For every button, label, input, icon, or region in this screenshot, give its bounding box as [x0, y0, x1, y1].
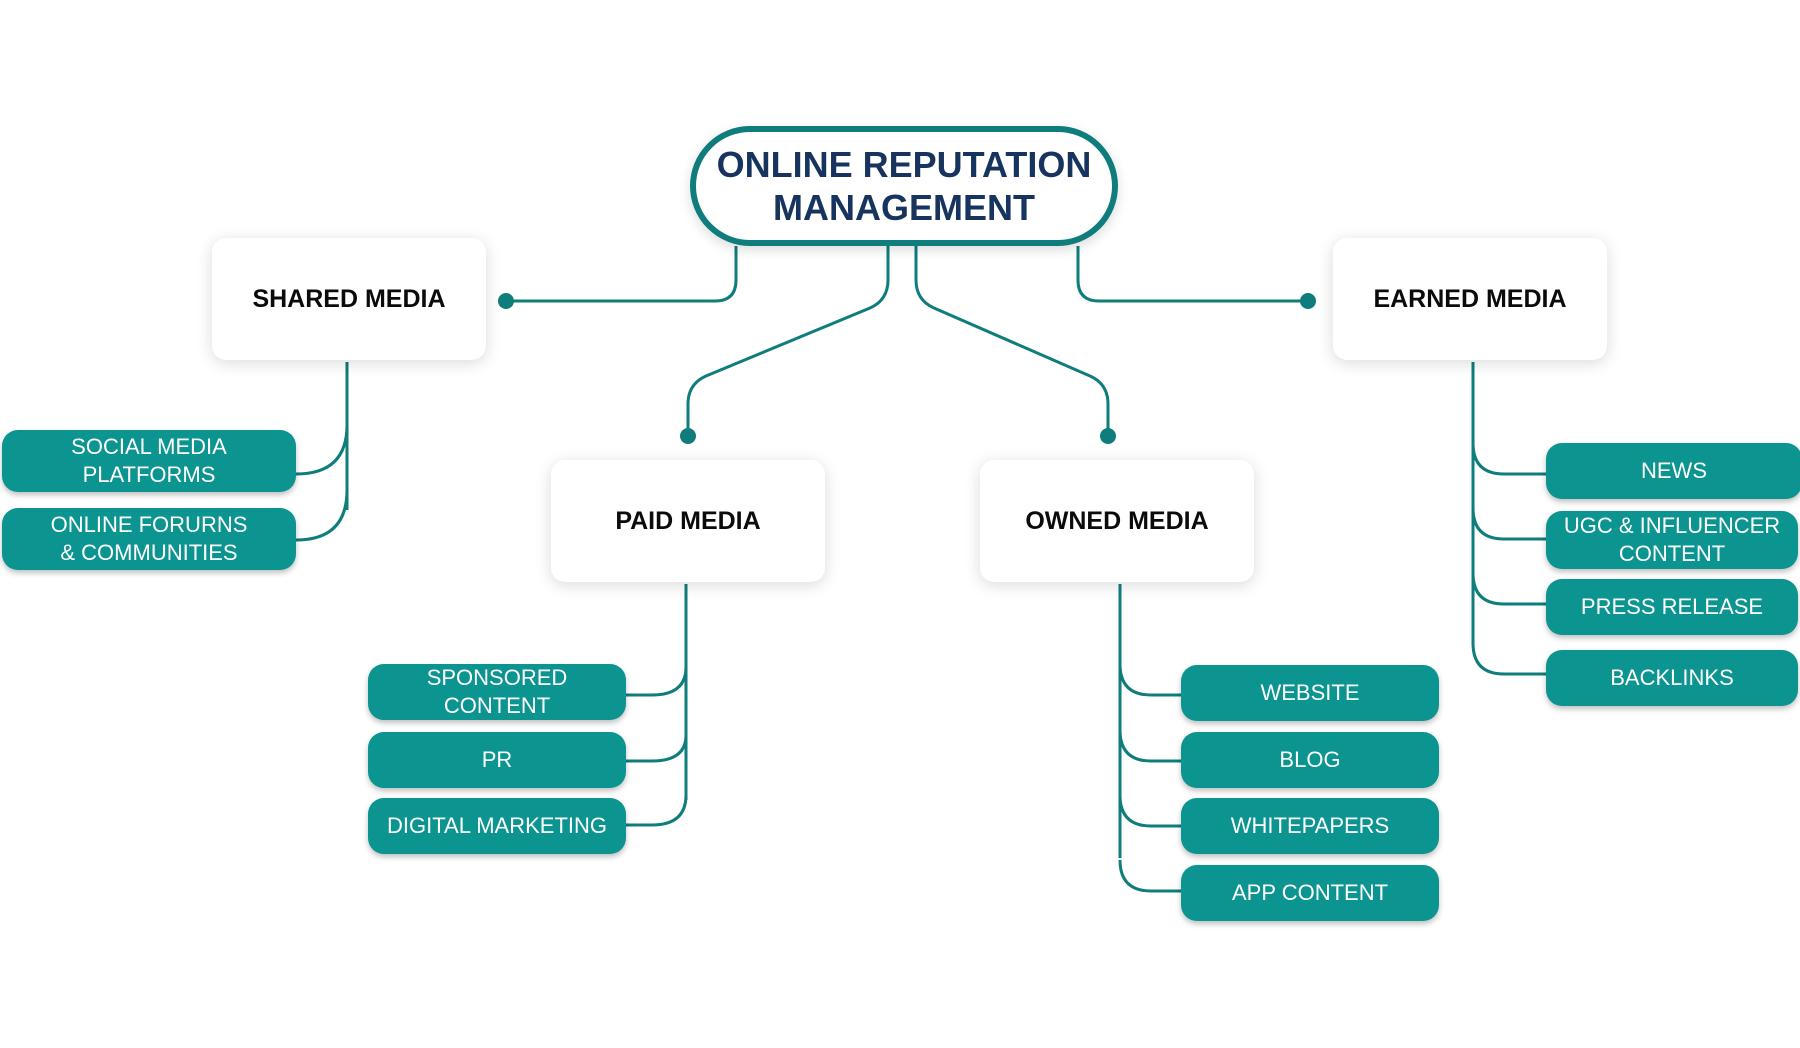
root-node-title: ONLINE REPUTATION MANAGEMENT [690, 126, 1118, 246]
paid-item-sponsored-content: SPONSORED CONTENT [368, 664, 626, 720]
paid-item-digital-marketing: DIGITAL MARKETING [368, 798, 626, 854]
connector-earned-item-2 [1471, 507, 1546, 541]
earned-item-news: NEWS [1546, 443, 1800, 499]
connector-dot-shared [498, 293, 514, 309]
earned-item-ugc-influencer-content: UGC & INFLUENCER CONTENT [1546, 511, 1798, 569]
connector-earned-item-1 [1471, 442, 1546, 476]
owned-item-blog: BLOG [1181, 732, 1439, 788]
connector-owned-item-2 [1118, 729, 1181, 763]
shared-item-online-forums: ONLINE FORURNS & COMMUNITIES [2, 508, 296, 570]
connector-owned-item-4 [1118, 859, 1181, 893]
connector-root-shared [506, 246, 738, 303]
category-owned-media: OWNED MEDIA [980, 460, 1254, 582]
connector-dot-paid [680, 428, 696, 444]
earned-item-press-release: PRESS RELEASE [1546, 579, 1798, 635]
category-shared-media: SHARED MEDIA [212, 238, 486, 360]
category-earned-media: EARNED MEDIA [1333, 238, 1607, 360]
category-owned-media-label: OWNED MEDIA [1025, 506, 1209, 535]
owned-item-website: WEBSITE [1181, 665, 1439, 721]
connector-paid-item-1 [626, 666, 688, 697]
connector-owned-item-1 [1118, 663, 1181, 697]
connector-shared-item-2 [295, 489, 349, 542]
category-paid-media: PAID MEDIA [551, 460, 825, 582]
category-earned-media-label: EARNED MEDIA [1373, 284, 1567, 313]
earned-item-backlinks: BACKLINKS [1546, 650, 1798, 706]
category-shared-media-label: SHARED MEDIA [252, 284, 446, 313]
connector-paid-item-2 [626, 734, 688, 763]
owned-item-app-content: APP CONTENT [1181, 865, 1439, 921]
category-paid-media-label: PAID MEDIA [615, 506, 761, 535]
connector-root-paid [686, 246, 890, 436]
shared-item-social-media-platforms: SOCIAL MEDIA PLATFORMS [2, 430, 296, 492]
connector-paid-item-3 [626, 794, 688, 827]
connector-root-earned [1076, 246, 1308, 303]
owned-item-whitepapers: WHITEPAPERS [1181, 798, 1439, 854]
connector-dot-owned [1100, 428, 1116, 444]
connector-shared-item-1 [295, 424, 349, 476]
paid-item-pr: PR [368, 732, 626, 788]
connector-dot-earned [1300, 293, 1316, 309]
connector-owned-item-3 [1118, 794, 1181, 828]
connector-earned-item-4 [1471, 642, 1546, 676]
connector-root-owned [914, 246, 1110, 436]
connector-earned-item-3 [1471, 572, 1546, 606]
